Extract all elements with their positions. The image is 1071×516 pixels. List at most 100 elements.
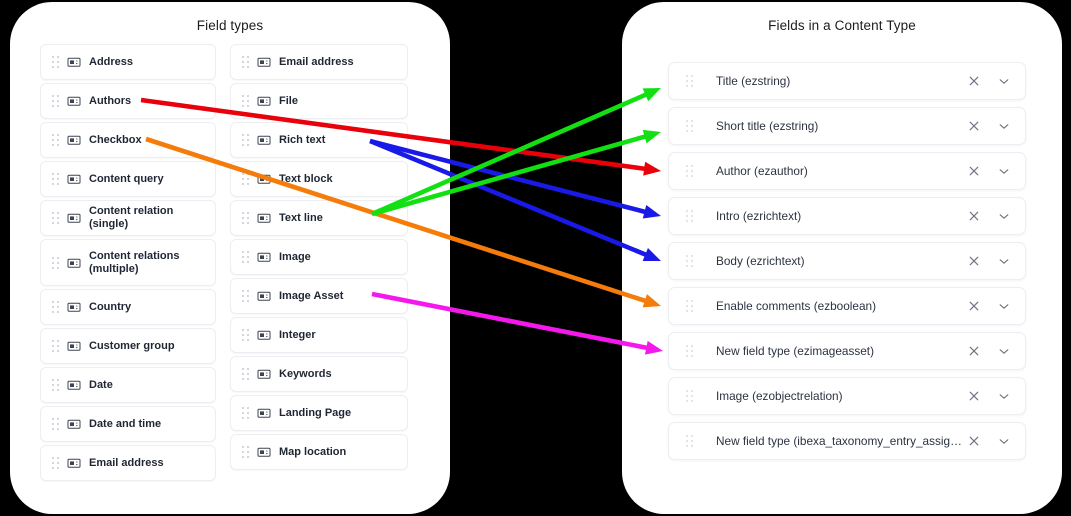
- content-field-row[interactable]: Author (ezauthor): [668, 152, 1026, 190]
- chevron-down-icon[interactable]: [997, 434, 1011, 448]
- drag-handle-icon[interactable]: [241, 329, 250, 342]
- content-field-label: Image (ezobjectrelation): [716, 389, 843, 403]
- content-field-row[interactable]: Enable comments (ezboolean): [668, 287, 1026, 325]
- field-type-item[interactable]: Image: [230, 239, 408, 275]
- drag-handle-icon[interactable]: [685, 435, 694, 448]
- drag-handle-icon[interactable]: [51, 173, 60, 186]
- content-field-row[interactable]: Short title (ezstring): [668, 107, 1026, 145]
- content-field-row[interactable]: Image (ezobjectrelation): [668, 377, 1026, 415]
- field-type-icon: [67, 302, 81, 312]
- field-type-icon: [67, 380, 81, 390]
- field-type-item[interactable]: Content relation (single): [40, 200, 216, 236]
- field-type-item[interactable]: Keywords: [230, 356, 408, 392]
- close-icon[interactable]: [967, 254, 981, 268]
- content-type-fields-list: Title (ezstring) Short title (ezstring) Au…: [668, 62, 1026, 467]
- drag-handle-icon[interactable]: [51, 212, 60, 225]
- drag-handle-icon[interactable]: [685, 165, 694, 178]
- chevron-down-icon[interactable]: [997, 389, 1011, 403]
- field-type-label: Date: [89, 378, 113, 391]
- field-type-item[interactable]: Text line: [230, 200, 408, 236]
- drag-handle-icon[interactable]: [51, 256, 60, 269]
- field-type-item[interactable]: Map location: [230, 434, 408, 470]
- drag-handle-icon[interactable]: [51, 56, 60, 69]
- drag-handle-icon[interactable]: [51, 95, 60, 108]
- chevron-down-icon[interactable]: [997, 299, 1011, 313]
- field-type-label: Rich text: [279, 133, 326, 146]
- drag-handle-icon[interactable]: [685, 300, 694, 313]
- drag-handle-icon[interactable]: [51, 457, 60, 470]
- drag-handle-icon[interactable]: [241, 407, 250, 420]
- close-icon[interactable]: [967, 74, 981, 88]
- content-field-row[interactable]: New field type (ezimageasset): [668, 332, 1026, 370]
- drag-handle-icon[interactable]: [685, 255, 694, 268]
- drag-handle-icon[interactable]: [241, 251, 250, 264]
- content-field-label: Enable comments (ezboolean): [716, 299, 877, 313]
- field-type-item[interactable]: Landing Page: [230, 395, 408, 431]
- field-type-item[interactable]: Country: [40, 289, 216, 325]
- field-type-item[interactable]: Checkbox: [40, 122, 216, 158]
- chevron-down-icon[interactable]: [997, 74, 1011, 88]
- drag-handle-icon[interactable]: [685, 390, 694, 403]
- field-type-item[interactable]: Date and time: [40, 406, 216, 442]
- field-type-icon: [257, 135, 271, 145]
- drag-handle-icon[interactable]: [685, 345, 694, 358]
- drag-handle-icon[interactable]: [241, 56, 250, 69]
- close-icon[interactable]: [967, 434, 981, 448]
- content-field-row[interactable]: New field type (ibexa_taxonomy_entry_ass…: [668, 422, 1026, 460]
- drag-handle-icon[interactable]: [685, 75, 694, 88]
- close-icon[interactable]: [967, 164, 981, 178]
- field-type-label: Image: [279, 250, 311, 263]
- field-type-icon: [67, 419, 81, 429]
- drag-handle-icon[interactable]: [51, 340, 60, 353]
- content-field-row[interactable]: Body (ezrichtext): [668, 242, 1026, 280]
- field-type-item[interactable]: File: [230, 83, 408, 119]
- close-icon[interactable]: [967, 119, 981, 133]
- close-icon[interactable]: [967, 344, 981, 358]
- drag-handle-icon[interactable]: [51, 301, 60, 314]
- field-type-item[interactable]: Date: [40, 367, 216, 403]
- drag-handle-icon[interactable]: [241, 446, 250, 459]
- drag-handle-icon[interactable]: [241, 290, 250, 303]
- field-type-item[interactable]: Email address: [230, 44, 408, 80]
- field-type-item[interactable]: Customer group: [40, 328, 216, 364]
- close-icon[interactable]: [967, 389, 981, 403]
- chevron-down-icon[interactable]: [997, 344, 1011, 358]
- content-field-label: New field type (ibexa_taxonomy_entry_ass…: [716, 434, 967, 448]
- drag-handle-icon[interactable]: [241, 95, 250, 108]
- chevron-down-icon[interactable]: [997, 254, 1011, 268]
- content-field-label: Title (ezstring): [716, 74, 791, 88]
- field-type-item[interactable]: Text block: [230, 161, 408, 197]
- field-type-icon: [257, 213, 271, 223]
- field-type-icon: [67, 258, 81, 268]
- drag-handle-icon[interactable]: [241, 212, 250, 225]
- field-type-item[interactable]: Rich text: [230, 122, 408, 158]
- chevron-down-icon[interactable]: [997, 164, 1011, 178]
- field-type-item[interactable]: Content relations (multiple): [40, 239, 216, 286]
- field-type-label: Text line: [279, 211, 323, 224]
- drag-handle-icon[interactable]: [51, 134, 60, 147]
- drag-handle-icon[interactable]: [241, 173, 250, 186]
- drag-handle-icon[interactable]: [51, 418, 60, 431]
- field-type-label: Image Asset: [279, 289, 344, 302]
- drag-handle-icon[interactable]: [685, 120, 694, 133]
- field-type-item[interactable]: Authors: [40, 83, 216, 119]
- field-type-item[interactable]: Content query: [40, 161, 216, 197]
- field-type-item[interactable]: Integer: [230, 317, 408, 353]
- field-type-label: Map location: [279, 445, 347, 458]
- chevron-down-icon[interactable]: [997, 119, 1011, 133]
- content-field-row[interactable]: Title (ezstring): [668, 62, 1026, 100]
- drag-handle-icon[interactable]: [241, 134, 250, 147]
- drag-handle-icon[interactable]: [51, 379, 60, 392]
- content-field-row[interactable]: Intro (ezrichtext): [668, 197, 1026, 235]
- field-type-item[interactable]: Email address: [40, 445, 216, 481]
- chevron-down-icon[interactable]: [997, 209, 1011, 223]
- content-field-label: Body (ezrichtext): [716, 254, 805, 268]
- close-icon[interactable]: [967, 299, 981, 313]
- drag-handle-icon[interactable]: [241, 368, 250, 381]
- field-type-item[interactable]: Address: [40, 44, 216, 80]
- field-type-item[interactable]: Image Asset: [230, 278, 408, 314]
- drag-handle-icon[interactable]: [685, 210, 694, 223]
- close-icon[interactable]: [967, 209, 981, 223]
